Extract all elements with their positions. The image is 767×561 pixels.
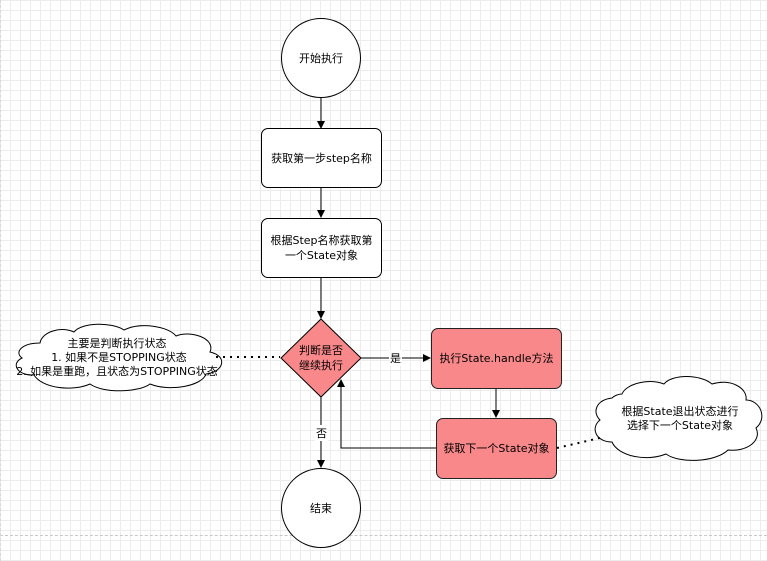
- decision-label-line2: 继续执行: [299, 359, 343, 372]
- get-state-label-line2: 一个State对象: [284, 249, 359, 262]
- left-note-line2: 1. 如果不是STOPPING状态: [51, 351, 187, 364]
- execute-handle-node[interactable]: 执行State.handle方法: [431, 328, 562, 389]
- start-node[interactable]: 开始执行: [281, 18, 361, 98]
- right-note-line1: 根据State退出状态进行: [621, 405, 739, 418]
- get-next-state-label: 获取下一个State对象: [443, 442, 550, 455]
- decision-label: 判断是否 继续执行: [281, 343, 361, 373]
- left-note-text: 主要是判断执行状态 1. 如果不是STOPPING状态 2. 如果是重跑，且状态…: [2, 337, 232, 379]
- decision-label-line1: 判断是否: [299, 344, 343, 357]
- right-note-cloud[interactable]: [594, 376, 763, 461]
- edge-next-to-decision: [337, 379, 436, 449]
- left-note-line1: 主要是判断执行状态: [67, 337, 167, 350]
- right-note-text: 根据State退出状态进行 选择下一个State对象: [600, 405, 760, 433]
- get-state-label-line1: 根据Step名称获取第: [270, 234, 373, 247]
- start-node-label: 开始执行: [299, 51, 343, 65]
- end-node[interactable]: 结束: [281, 468, 361, 548]
- get-step-name-label: 获取第一步step名称: [271, 151, 372, 165]
- right-note-line2: 选择下一个State对象: [626, 419, 734, 432]
- get-step-name-node[interactable]: 获取第一步step名称: [261, 128, 382, 188]
- page-break-line: [0, 535, 767, 536]
- edge-label-yes: 是: [389, 350, 402, 366]
- edge-label-no: 否: [315, 425, 328, 441]
- left-note-line3: 2. 如果是重跑，且状态为STOPPING状态: [16, 365, 218, 378]
- get-state-node[interactable]: 根据Step名称获取第 一个State对象: [261, 218, 382, 278]
- execute-handle-label: 执行State.handle方法: [439, 352, 554, 365]
- end-node-label: 结束: [310, 501, 332, 515]
- page-edge-line: [0, 0, 1, 561]
- left-note-cloud[interactable]: [15, 323, 222, 392]
- right-note-connector: [556, 436, 605, 449]
- get-next-state-node[interactable]: 获取下一个State对象: [436, 418, 557, 479]
